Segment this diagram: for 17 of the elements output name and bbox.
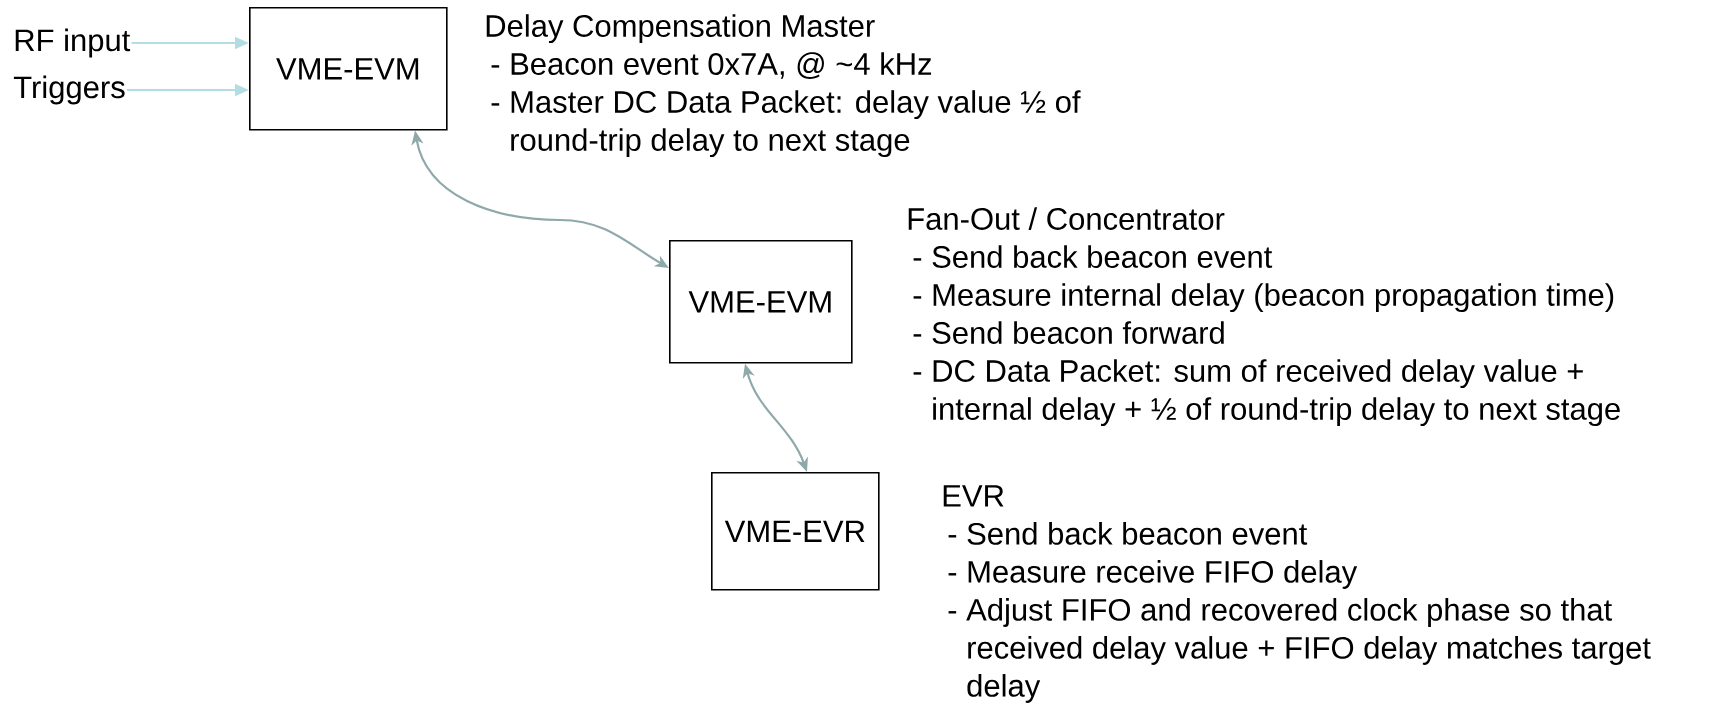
description-heading: EVR — [943, 485, 1004, 507]
bullet-item: - Send back beacon event — [913, 245, 1273, 268]
bullet-item: - DC Data Packet: sum of received delay value + internal delay + ½ of round-trip delay to next stage — [913, 359, 1620, 427]
description-heading: Fan-Out / Concentrator — [908, 207, 1225, 230]
input-label: Triggers — [13, 75, 125, 105]
bullet-item: - Beacon event 0x7A, @ ~4 kHz — [491, 52, 932, 79]
input-label: RF input — [15, 28, 131, 58]
bullet-item: - Master DC Data Packet: delay value ½ of round-trip delay to next stage — [491, 90, 1081, 158]
process-box: VME-EVM — [669, 240, 853, 364]
bullet-item: - Measure receive FIFO delay — [948, 560, 1358, 589]
bullet-item: - Adjust FIFO and recovered clock phase so that received delay value + FIFO delay matches target delay — [948, 598, 1651, 703]
bullet-item: - Send back beacon event — [948, 522, 1308, 545]
bullet-item: - Send beacon forward — [913, 321, 1224, 344]
process-box: VME-EVM — [249, 7, 448, 131]
bullet-item: - Measure internal delay (beacon propagation time) — [913, 283, 1614, 313]
process-box: VME-EVR — [711, 472, 880, 591]
description-heading: Delay Compensation Master — [486, 14, 875, 44]
